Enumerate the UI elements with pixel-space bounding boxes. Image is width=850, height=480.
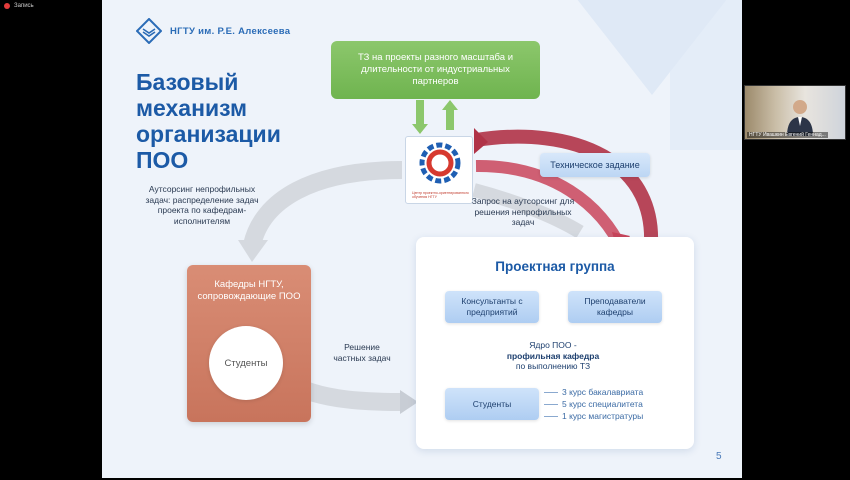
center-logo-label: Центр проектно-ориентированного обучения… — [412, 191, 469, 199]
departments-title: Кафедры НГТУ, сопровождающие ПОО — [197, 279, 301, 302]
title-line-4: ПОО — [136, 147, 189, 173]
gray-arrow-left — [243, 161, 403, 248]
gray-arrowhead-bottom — [400, 390, 418, 414]
course-label: 3 курс бакалавриата — [562, 387, 644, 397]
center-emblem-icon — [419, 142, 461, 184]
center-logo: Центр проектно-ориентированного обучения… — [405, 136, 473, 204]
teachers-box: Преподаватели кафедры — [568, 291, 662, 323]
background-triangle — [562, 0, 742, 95]
dash-icon — [544, 403, 558, 405]
core-line-1: Ядро ПОО - — [529, 340, 577, 350]
group-students-box: Студенты — [445, 388, 539, 420]
core-text: Ядро ПОО - профильная кафедра по выполне… — [491, 340, 615, 372]
core-line-3: по выполнению ТЗ — [515, 361, 591, 371]
participant-video-tile[interactable]: НГТУ Ивашкин Евгений Геннад... — [744, 85, 846, 140]
green-arrowhead-up — [442, 100, 458, 110]
recording-indicator: Запись — [4, 3, 34, 9]
page-number: 5 — [716, 451, 722, 462]
students-circle: Студенты — [209, 326, 283, 400]
consultants-box: Консультанты с предприятий — [445, 291, 539, 323]
dash-icon — [544, 415, 558, 417]
record-dot-icon — [4, 3, 10, 9]
course-label: 5 курс специалитета — [562, 399, 643, 409]
title-line-3: организации — [136, 121, 281, 147]
participant-name: НГТУ Ивашкин Евгений Геннад... — [747, 132, 828, 138]
slide-title: Базовый механизм организации ПОО — [136, 69, 326, 173]
participant-avatar-icon — [787, 100, 813, 136]
red-arrowhead-top — [474, 128, 488, 154]
request-note: Запрос на аутсорсинг для решения непрофи… — [471, 196, 575, 227]
core-line-2: профильная кафедра — [506, 350, 600, 361]
university-logo-icon — [136, 18, 162, 44]
title-line-1: Базовый — [136, 69, 239, 95]
course-label: 1 курс магистратуры — [562, 411, 644, 421]
dash-icon — [544, 391, 558, 393]
title-line-2: механизм — [136, 95, 247, 121]
green-arrowhead-down — [412, 124, 428, 134]
project-group-title: Проектная группа — [495, 259, 615, 274]
tz-box: ТЗ на проекты разного масштаба и длитель… — [331, 41, 540, 99]
course-item: 5 курс специалитета — [544, 398, 664, 410]
presentation-slide: НГТУ им. Р.Е. Алексеева Базовый механизм… — [102, 0, 742, 478]
tech-task-box: Техническое задание — [540, 153, 650, 177]
course-item: 1 курс магистратуры — [544, 410, 664, 422]
gray-arrowhead-left — [238, 240, 268, 262]
university-name: НГТУ им. Р.Е. Алексеева — [170, 25, 291, 37]
solution-note: Решение частных задач — [333, 342, 391, 363]
university-logo: НГТУ им. Р.Е. Алексеева — [136, 18, 290, 44]
outsourcing-note: Аутсорсинг непрофильных задач: распредел… — [145, 184, 259, 226]
course-item: 3 курс бакалавриата — [544, 386, 664, 398]
course-list: 3 курс бакалавриата 5 курс специалитета … — [544, 386, 664, 422]
gray-arrow-right — [472, 183, 584, 239]
recording-label: Запись — [14, 3, 34, 9]
